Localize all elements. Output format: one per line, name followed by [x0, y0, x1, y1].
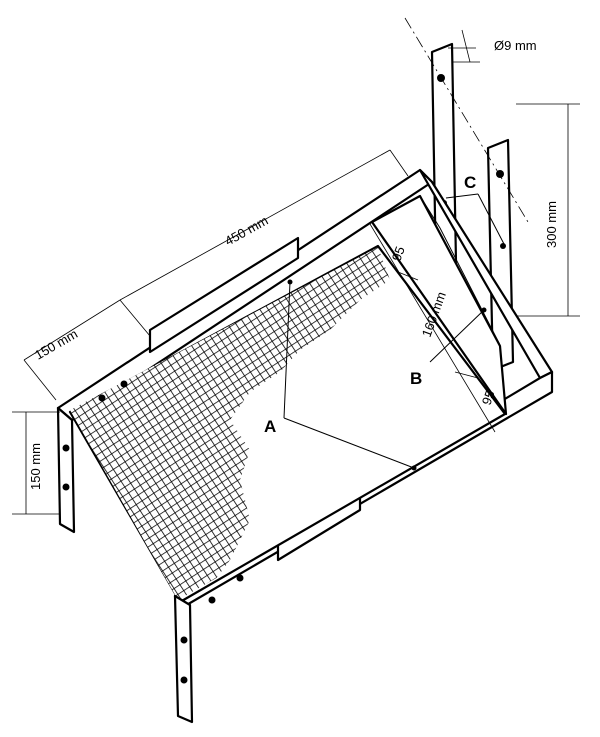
part-c-label: C: [464, 173, 476, 192]
depth-label: 150 mm: [32, 326, 80, 362]
gap-top-label: 95: [389, 244, 408, 263]
height-back-label: 300 mm: [544, 201, 559, 248]
front-leg-right: [173, 594, 194, 724]
part-a-label: A: [264, 417, 276, 436]
rivets: [98, 380, 244, 604]
length-label: 450 mm: [222, 213, 270, 249]
front-leg-left: [56, 406, 76, 534]
gap-bottom-label: 95: [479, 388, 498, 407]
part-b-label: B: [410, 369, 422, 388]
mesh-tray: [68, 194, 508, 604]
diameter-label: Ø9 mm: [494, 38, 537, 53]
height-front-label: 150 mm: [28, 443, 43, 490]
dimension-lines: [12, 17, 580, 515]
